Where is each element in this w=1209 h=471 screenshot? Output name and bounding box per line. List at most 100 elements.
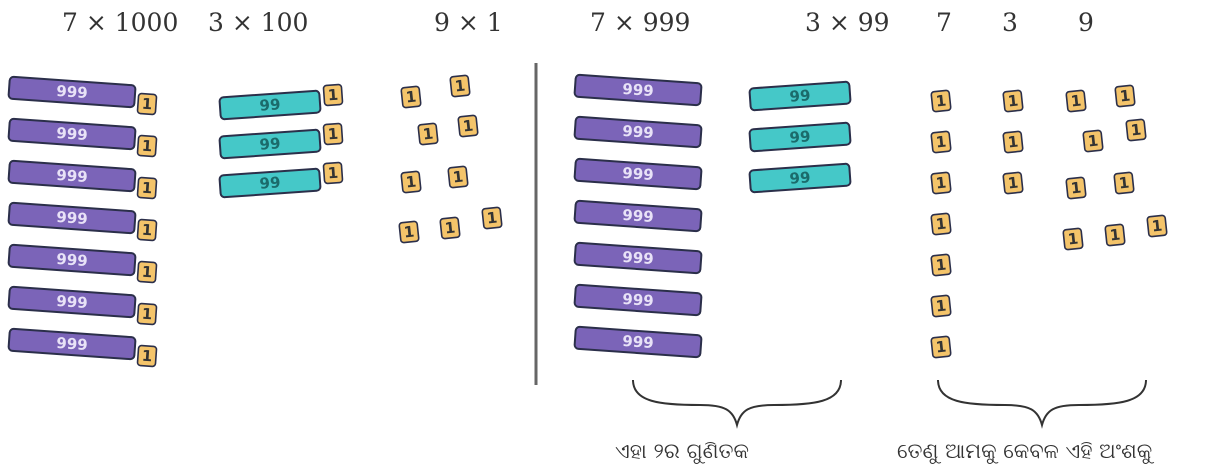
block-label: 99: [789, 127, 811, 146]
unit-label: 1: [141, 137, 153, 156]
block-label: 999: [622, 248, 654, 268]
block-99-with-1: 99: [218, 128, 322, 160]
block-999-with-1: 999: [7, 159, 137, 193]
unit-block-icon: 1: [1002, 89, 1024, 113]
unit-label: 1: [935, 297, 947, 316]
header-7x1000: 7 × 1000: [62, 8, 178, 37]
header-3x99: 3 × 99: [805, 8, 890, 37]
unit-label: 1: [422, 125, 434, 144]
unit-label: 1: [1087, 132, 1099, 151]
block-99: 99: [748, 80, 852, 112]
unit-label: 1: [405, 173, 417, 192]
header-3: 3: [1002, 8, 1018, 37]
block-label: 999: [622, 290, 654, 310]
unit-block-icon: 1: [439, 216, 461, 240]
nines-999-group: 999 999 999 999 999 999 999: [573, 73, 703, 359]
block-label: 999: [622, 332, 654, 352]
unit-label: 1: [1130, 121, 1142, 140]
unit-block-icon: 1: [930, 89, 952, 113]
unit-block-icon: 1: [449, 74, 471, 98]
block-999: 999: [573, 73, 703, 107]
unit-block-icon: 1: [1104, 223, 1126, 247]
unit-label: 1: [1007, 92, 1019, 111]
unit-block-icon: 1: [930, 130, 952, 154]
unit-block-icon: 1: [136, 260, 158, 284]
block-label: 99: [259, 134, 281, 153]
block-label: 99: [789, 86, 811, 105]
unit-label: 1: [1109, 226, 1121, 245]
block-label: 999: [56, 82, 88, 102]
unit-label: 1: [462, 117, 474, 136]
caption-only-this-part: ତେଣୁ ଆମକୁ କେବଳ ଏହି ଅଂଶକୁ: [897, 439, 1154, 464]
unit-label: 1: [454, 77, 466, 96]
remainder-3-group: 1 1 1: [1002, 89, 1024, 195]
unit-block-icon: 1: [136, 176, 158, 200]
unit-block-icon: 1: [930, 171, 952, 195]
unit-block-icon: 1: [457, 114, 479, 138]
right-brace: [937, 379, 1147, 429]
unit-label: 1: [141, 95, 153, 114]
nines-99-group: 99 99 99: [748, 80, 852, 194]
unit-block-icon: 1: [930, 253, 952, 277]
unit-block-icon: 1: [322, 161, 344, 185]
block-label: 999: [56, 208, 88, 228]
unit-label: 1: [935, 133, 947, 152]
block-999: 999: [573, 325, 703, 359]
block-99-with-1: 99: [218, 89, 322, 121]
block-label: 99: [789, 168, 811, 187]
block-999-with-1: 999: [7, 117, 137, 151]
unit-block-icon: 1: [136, 92, 158, 116]
caption-multiple-of-two: ଏହା ୨ର ଗୁଣିତକ: [615, 439, 749, 464]
header-9x1: 9 × 1: [434, 8, 503, 37]
unit-label: 1: [327, 164, 339, 183]
unit-block-icon: 1: [1065, 89, 1087, 113]
unit-label: 1: [141, 305, 153, 324]
block-99-with-1: 99: [218, 167, 322, 199]
unit-label: 1: [935, 338, 947, 357]
block-999: 999: [573, 157, 703, 191]
unit-label: 1: [141, 221, 153, 240]
unit-block-icon: 1: [136, 218, 158, 242]
header-9: 9: [1078, 8, 1094, 37]
block-label: 99: [259, 173, 281, 192]
unit-label: 1: [327, 125, 339, 144]
unit-block-icon: 1: [1082, 129, 1104, 153]
block-label: 999: [622, 80, 654, 100]
header-7x999: 7 × 999: [590, 8, 690, 37]
unit-label: 1: [1007, 174, 1019, 193]
unit-block-icon: 1: [136, 134, 158, 158]
block-label: 999: [622, 122, 654, 142]
unit-label: 1: [1151, 217, 1163, 236]
unit-label: 1: [1070, 179, 1082, 198]
unit-block-icon: 1: [1146, 214, 1168, 238]
unit-label: 1: [1067, 230, 1079, 249]
unit-label: 1: [486, 209, 498, 228]
unit-label: 1: [403, 223, 415, 242]
block-999-with-1: 999: [7, 243, 137, 277]
block-label: 999: [622, 164, 654, 184]
block-99: 99: [748, 121, 852, 153]
unit-block-icon: 1: [398, 220, 420, 244]
unit-block-icon: 1: [136, 344, 158, 368]
unit-label: 1: [141, 179, 153, 198]
block-999: 999: [573, 199, 703, 233]
unit-label: 1: [935, 215, 947, 234]
unit-label: 1: [1119, 87, 1131, 106]
block-999: 999: [573, 115, 703, 149]
unit-block-icon: 1: [1113, 171, 1135, 195]
block-999-with-1: 999: [7, 75, 137, 109]
header-3x100: 3 × 100: [208, 8, 308, 37]
block-label: 999: [56, 334, 88, 354]
block-999: 999: [573, 241, 703, 275]
unit-block-icon: 1: [1125, 118, 1147, 142]
unit-label: 1: [444, 219, 456, 238]
block-label: 999: [56, 292, 88, 312]
unit-block-icon: 1: [322, 83, 344, 107]
block-label: 999: [56, 124, 88, 144]
unit-block-icon: 1: [1002, 130, 1024, 154]
unit-block-icon: 1: [1062, 227, 1084, 251]
block-label: 999: [56, 250, 88, 270]
unit-block-icon: 1: [447, 165, 469, 189]
unit-block-icon: 1: [136, 302, 158, 326]
